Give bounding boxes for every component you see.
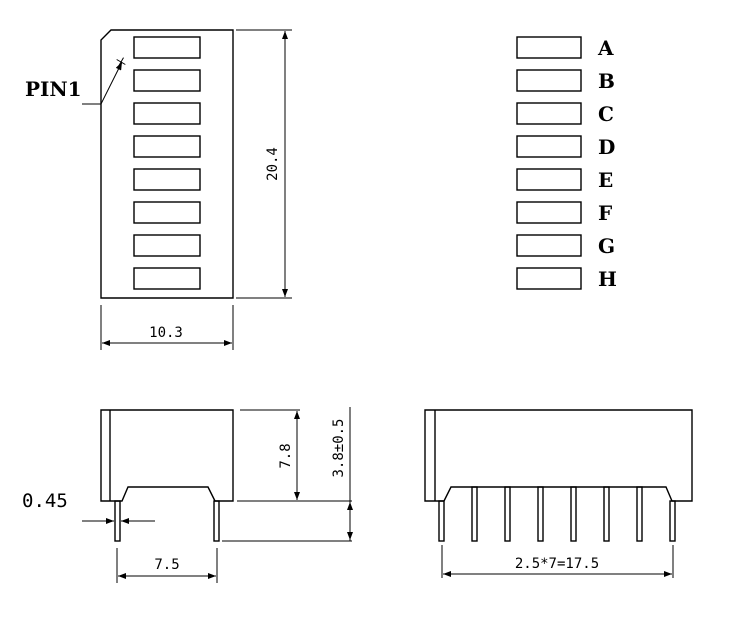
front-pin xyxy=(537,486,544,542)
pin-width-dimension: 0.45 xyxy=(22,490,68,512)
front-pin xyxy=(570,486,577,542)
segment-bar xyxy=(133,135,201,158)
legend-item: D xyxy=(516,135,615,159)
legend-label: G xyxy=(598,234,615,258)
front-pin xyxy=(669,500,676,542)
side-view: 0.45 7.8 3.8±0.5 7.5 xyxy=(22,407,353,583)
legend-item: B xyxy=(516,69,615,93)
segment-bar xyxy=(133,168,201,191)
side-body-outline xyxy=(100,409,234,502)
legend-swatch xyxy=(516,36,582,59)
side-pin-right xyxy=(213,500,220,542)
legend-label: F xyxy=(598,201,612,225)
legend-swatch xyxy=(516,69,582,92)
front-pin xyxy=(504,486,511,542)
segment-bar xyxy=(133,234,201,257)
front-view: 2.5*7=17.5 xyxy=(424,409,693,578)
segment-bar xyxy=(133,267,201,290)
row-spacing-dimension: 7.5 xyxy=(154,557,179,573)
legend-label: B xyxy=(598,69,615,93)
legend-swatch xyxy=(516,135,582,158)
legend-item: G xyxy=(516,234,615,258)
side-pin-left xyxy=(114,500,121,542)
legend-swatch xyxy=(516,267,582,290)
segment-bar xyxy=(133,102,201,125)
top-view: PIN1 20.4 10.3 xyxy=(25,29,292,350)
front-pin xyxy=(636,486,643,542)
legend-label: C xyxy=(598,102,614,126)
front-pin xyxy=(438,500,445,542)
legend-swatch xyxy=(516,168,582,191)
width-dimension: 10.3 xyxy=(149,325,183,341)
top-body-outline xyxy=(100,29,234,299)
legend-label: E xyxy=(598,168,613,192)
pin1-label: PIN1 xyxy=(25,77,82,101)
legend-item: H xyxy=(516,267,617,291)
body-height-dimension: 7.8 xyxy=(278,443,294,468)
segment-bars xyxy=(133,36,201,290)
pin1-leader xyxy=(82,61,123,105)
segment-bar xyxy=(133,201,201,224)
height-dimension: 20.4 xyxy=(265,147,281,181)
legend-item: C xyxy=(516,102,614,126)
segment-bar xyxy=(133,69,201,92)
front-pins xyxy=(438,486,676,542)
pin-length-dimension: 3.8±0.5 xyxy=(331,418,347,477)
legend-label: H xyxy=(598,267,617,291)
legend-label: A xyxy=(597,36,614,60)
legend-item: F xyxy=(516,201,612,225)
front-pin xyxy=(603,486,610,542)
front-pin xyxy=(471,486,478,542)
legend-item: A xyxy=(516,36,614,60)
legend-label: D xyxy=(598,135,615,159)
legend-swatch xyxy=(516,201,582,224)
legend-item: E xyxy=(516,168,613,192)
segment-bar xyxy=(133,36,201,59)
front-body-outline xyxy=(424,409,693,502)
legend-swatch xyxy=(516,234,582,257)
pitch-dimension: 2.5*7=17.5 xyxy=(515,556,599,572)
pin1-marker xyxy=(116,57,126,67)
legend-swatch xyxy=(516,102,582,125)
